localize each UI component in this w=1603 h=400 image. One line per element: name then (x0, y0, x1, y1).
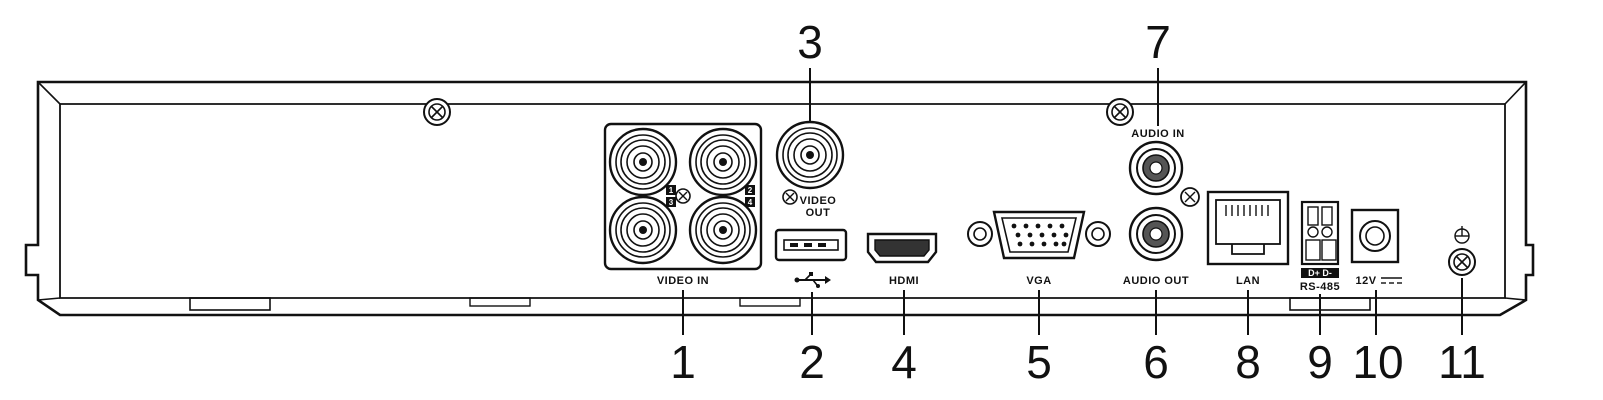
callout-1: 1 (670, 336, 696, 388)
power-label: 12V (1355, 275, 1376, 287)
audio-out-label: AUDIO OUT (1123, 275, 1189, 287)
callout-3: 3 (797, 16, 823, 68)
callout-2: 2 (799, 336, 825, 388)
rca-jack-icon (1128, 140, 1184, 196)
hdmi-label: HDMI (889, 275, 919, 287)
rs485-terminal: D+ D- RS-485 (1300, 200, 1340, 293)
usb-port (774, 228, 848, 288)
dc-symbol-icon (1381, 277, 1402, 284)
channel-mark-4: 4 (748, 198, 753, 207)
callout-6: 6 (1143, 336, 1169, 388)
vga-label: VGA (1026, 275, 1051, 287)
ground-screw-icon (1180, 187, 1200, 207)
lan-label: LAN (1236, 275, 1260, 287)
callout-numbers: 1 2 3 4 5 6 7 8 9 10 11 (670, 16, 1486, 388)
hdmi-port: HDMI (866, 232, 938, 287)
audio-in-port: AUDIO IN (1128, 128, 1185, 196)
video-in-port-group: 1 3 2 4 VIDEO IN (603, 122, 763, 287)
video-out-label-line1: VIDEO (800, 195, 837, 207)
vga-pins (1011, 223, 1069, 247)
video-out-label-line2: OUT (806, 207, 831, 219)
screw-icon (423, 98, 451, 126)
rs485-label: RS-485 (1300, 281, 1340, 293)
callout-7: 7 (1145, 16, 1171, 68)
lan-contacts (1225, 205, 1269, 216)
ground-symbol-icon (1454, 226, 1470, 244)
ground-terminal (1448, 226, 1476, 276)
callout-10: 10 (1352, 336, 1403, 388)
callout-9: 9 (1307, 336, 1333, 388)
channel-mark-3: 3 (669, 198, 674, 207)
callout-5: 5 (1026, 336, 1052, 388)
rca-jack-icon (1128, 206, 1184, 262)
screw-icon (1106, 98, 1134, 126)
video-out-port: VIDEO OUT (775, 120, 845, 219)
screw-icon (1448, 248, 1476, 276)
callout-4: 4 (891, 336, 917, 388)
callout-11: 11 (1438, 336, 1486, 388)
bnc-connector-icon (775, 120, 845, 190)
audio-out-port: AUDIO OUT (1123, 206, 1189, 287)
channel-mark-1: 1 (669, 186, 674, 195)
usb-icon (794, 272, 831, 288)
vga-port: VGA (967, 210, 1111, 287)
power-port: 12V (1350, 208, 1402, 287)
leader-lines (682, 68, 1463, 335)
channel-mark-2: 2 (748, 186, 753, 195)
audio-in-label: AUDIO IN (1131, 128, 1185, 140)
video-in-label: VIDEO IN (657, 275, 709, 287)
rs485-pin-label: D+ D- (1308, 268, 1332, 278)
callout-8: 8 (1235, 336, 1261, 388)
lan-port: LAN (1206, 190, 1290, 287)
chassis-screw-icon (675, 188, 691, 204)
ground-screw-icon (782, 189, 798, 205)
